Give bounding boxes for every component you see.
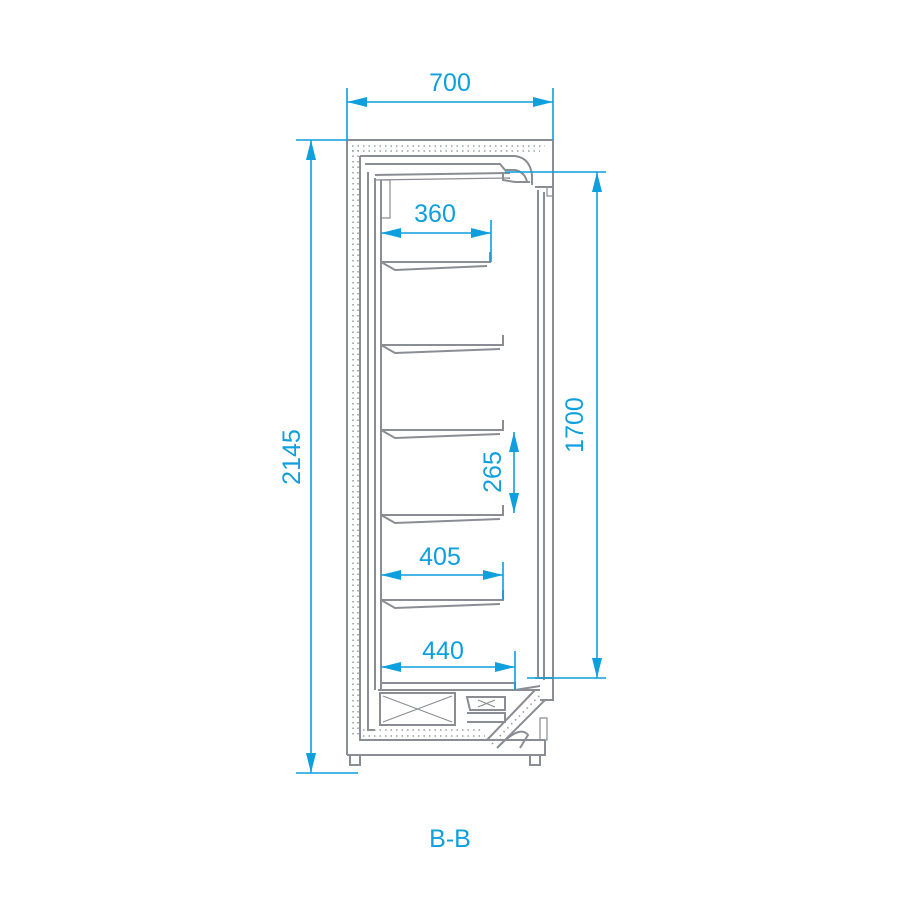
dimension-label-405: 405: [419, 543, 461, 571]
dimension-shelf-spacing: 265: [479, 432, 519, 513]
cabinet-outline: [346, 139, 554, 755]
glass-door-frame: [535, 186, 554, 701]
section-label: B-B: [429, 825, 471, 853]
dimension-top-shelf-depth: 360: [381, 200, 492, 262]
dimension-label-265: 265: [479, 451, 507, 493]
dimension-lower-shelf-depth: 405: [381, 543, 504, 600]
dimension-opening-height: 1700: [505, 171, 606, 679]
dimension-label-2145: 2145: [278, 429, 306, 485]
dimension-label-1700: 1700: [561, 397, 589, 453]
dimension-overall-depth: 700: [346, 69, 554, 140]
dimension-overall-height: 2145: [278, 139, 358, 774]
base-compartment: [347, 682, 548, 766]
dimension-label-700: 700: [429, 69, 471, 97]
dimension-label-440: 440: [422, 637, 464, 665]
dimension-base-depth: 440: [381, 637, 516, 690]
dimension-label-360: 360: [414, 200, 456, 228]
